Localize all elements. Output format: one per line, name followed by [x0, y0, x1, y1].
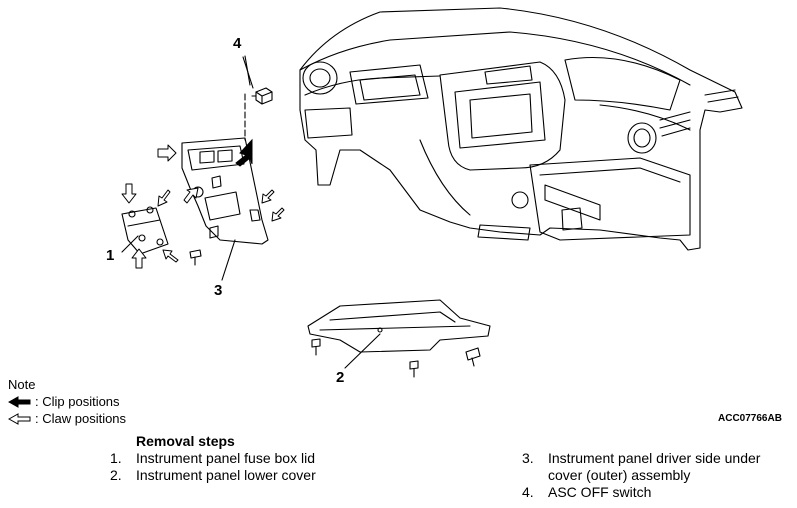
legend-claw-row: : Claw positions — [8, 410, 126, 427]
step-number: 1. — [110, 450, 122, 466]
removal-steps-heading: Removal steps — [136, 433, 235, 449]
screws-drawing — [189, 249, 481, 378]
callout-1: 1 — [106, 247, 115, 264]
asc-off-switch-drawing — [244, 55, 273, 141]
claw-arrow-icon — [261, 189, 275, 204]
claw-arrow-icon — [183, 187, 199, 204]
leader-lines — [121, 56, 381, 369]
claw-arrow-icon — [157, 189, 171, 207]
list-item: 1. Instrument panel fuse box lid — [110, 450, 386, 467]
list-item: 4. ASC OFF switch — [522, 484, 797, 501]
claw-arrow-icon — [8, 412, 31, 425]
step-text: Instrument panel driver side under cover… — [548, 450, 761, 483]
clip-arrow-icon — [235, 138, 253, 167]
claw-arrow-icon — [162, 249, 179, 263]
removal-steps-left: Removal steps 1. Instrument panel fuse b… — [110, 433, 386, 484]
step-number: 4. — [522, 484, 534, 500]
figure-reference-code: ACC07766AB — [718, 413, 782, 424]
legend-clip-row: : Clip positions — [8, 393, 126, 410]
claw-arrow-icon — [121, 183, 137, 204]
legend-claw-label: : Claw positions — [35, 411, 127, 426]
callout-3: 3 — [214, 282, 223, 299]
step-text: Instrument panel fuse box lid — [136, 450, 315, 466]
claw-arrow-icon — [131, 248, 147, 269]
list-item: 2. Instrument panel lower cover — [110, 467, 386, 484]
claw-arrow-icon — [157, 144, 177, 162]
removal-steps-right: 3. Instrument panel driver side under co… — [522, 450, 797, 501]
fuse-box-lid-drawing — [121, 206, 169, 255]
list-item: 3. Instrument panel driver side under co… — [522, 450, 797, 484]
clip-arrow-icon — [8, 395, 31, 408]
exploded-diagram — [121, 7, 743, 378]
callout-2: 2 — [336, 369, 345, 386]
step-text: ASC OFF switch — [548, 484, 652, 500]
legend: Note : Clip positions : Claw positions — [8, 376, 126, 427]
legend-clip-label: : Clip positions — [35, 394, 120, 409]
lower-cover-drawing — [307, 299, 491, 353]
claw-arrow-icon — [271, 207, 285, 222]
legend-title: Note — [8, 377, 36, 392]
instrument-panel-drawing — [299, 7, 743, 251]
step-number: 3. — [522, 450, 534, 466]
driver-side-under-cover-drawing — [181, 137, 269, 245]
step-number: 2. — [110, 467, 122, 483]
step-text: Instrument panel lower cover — [136, 467, 316, 483]
callout-4: 4 — [233, 35, 242, 52]
